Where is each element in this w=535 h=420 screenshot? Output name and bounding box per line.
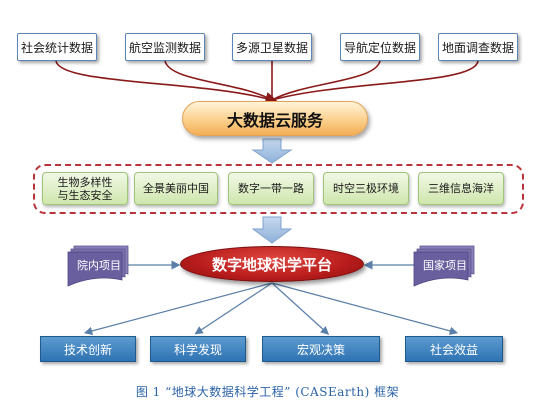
- arrow-cloud-to-apps: [251, 138, 293, 164]
- connector-source-2: [164, 60, 273, 101]
- app-box-belt-road: 数字一带一路: [228, 172, 314, 205]
- doc-left-label: 院内项目: [77, 259, 121, 272]
- doc-left: 院内项目: [68, 248, 130, 282]
- app-box-biodiversity: 生物多样性 与生态安全: [42, 172, 128, 205]
- source-box-navigation: 导航定位数据: [340, 33, 420, 61]
- doc-right-label: 国家项目: [423, 259, 467, 272]
- connector-source-5: [271, 60, 479, 101]
- output-box-macro-decision: 宏观决策: [262, 336, 380, 362]
- cloud-service-node: 大数据云服务: [182, 101, 368, 136]
- source-box-social-statistics: 社会统计数据: [17, 33, 97, 61]
- source-box-aerial-monitoring: 航空监测数据: [125, 33, 205, 61]
- app-box-three-poles: 时空三极环境: [323, 172, 409, 205]
- doc-left-shape: [67, 245, 129, 287]
- arrow-apps-to-platform: [251, 216, 293, 244]
- source-box-ground-survey: 地面调查数据: [438, 33, 518, 61]
- source-box-satellite: 多源卫星数据: [232, 33, 312, 61]
- output-box-science-discovery: 科学发现: [150, 336, 246, 362]
- connector-source-1: [55, 60, 279, 105]
- doc-right: 国家项目: [414, 248, 476, 282]
- output-connectors: [83, 282, 459, 335]
- figure-caption: 图 1 “地球大数据科学工程” (CASEarth) 框架: [135, 385, 400, 399]
- app-box-beautiful-china: 全景美丽中国: [134, 172, 218, 205]
- source-connectors: [55, 60, 479, 105]
- applications-frame: [33, 164, 524, 214]
- platform-node: 数字地球科学平台: [180, 246, 364, 282]
- app-box-ocean: 三维信息海洋: [418, 172, 504, 205]
- output-box-social-benefit: 社会效益: [405, 336, 503, 362]
- doc-right-shape: [413, 245, 475, 287]
- connector-source-4: [271, 60, 381, 101]
- output-box-tech-innovation: 技术创新: [40, 336, 136, 362]
